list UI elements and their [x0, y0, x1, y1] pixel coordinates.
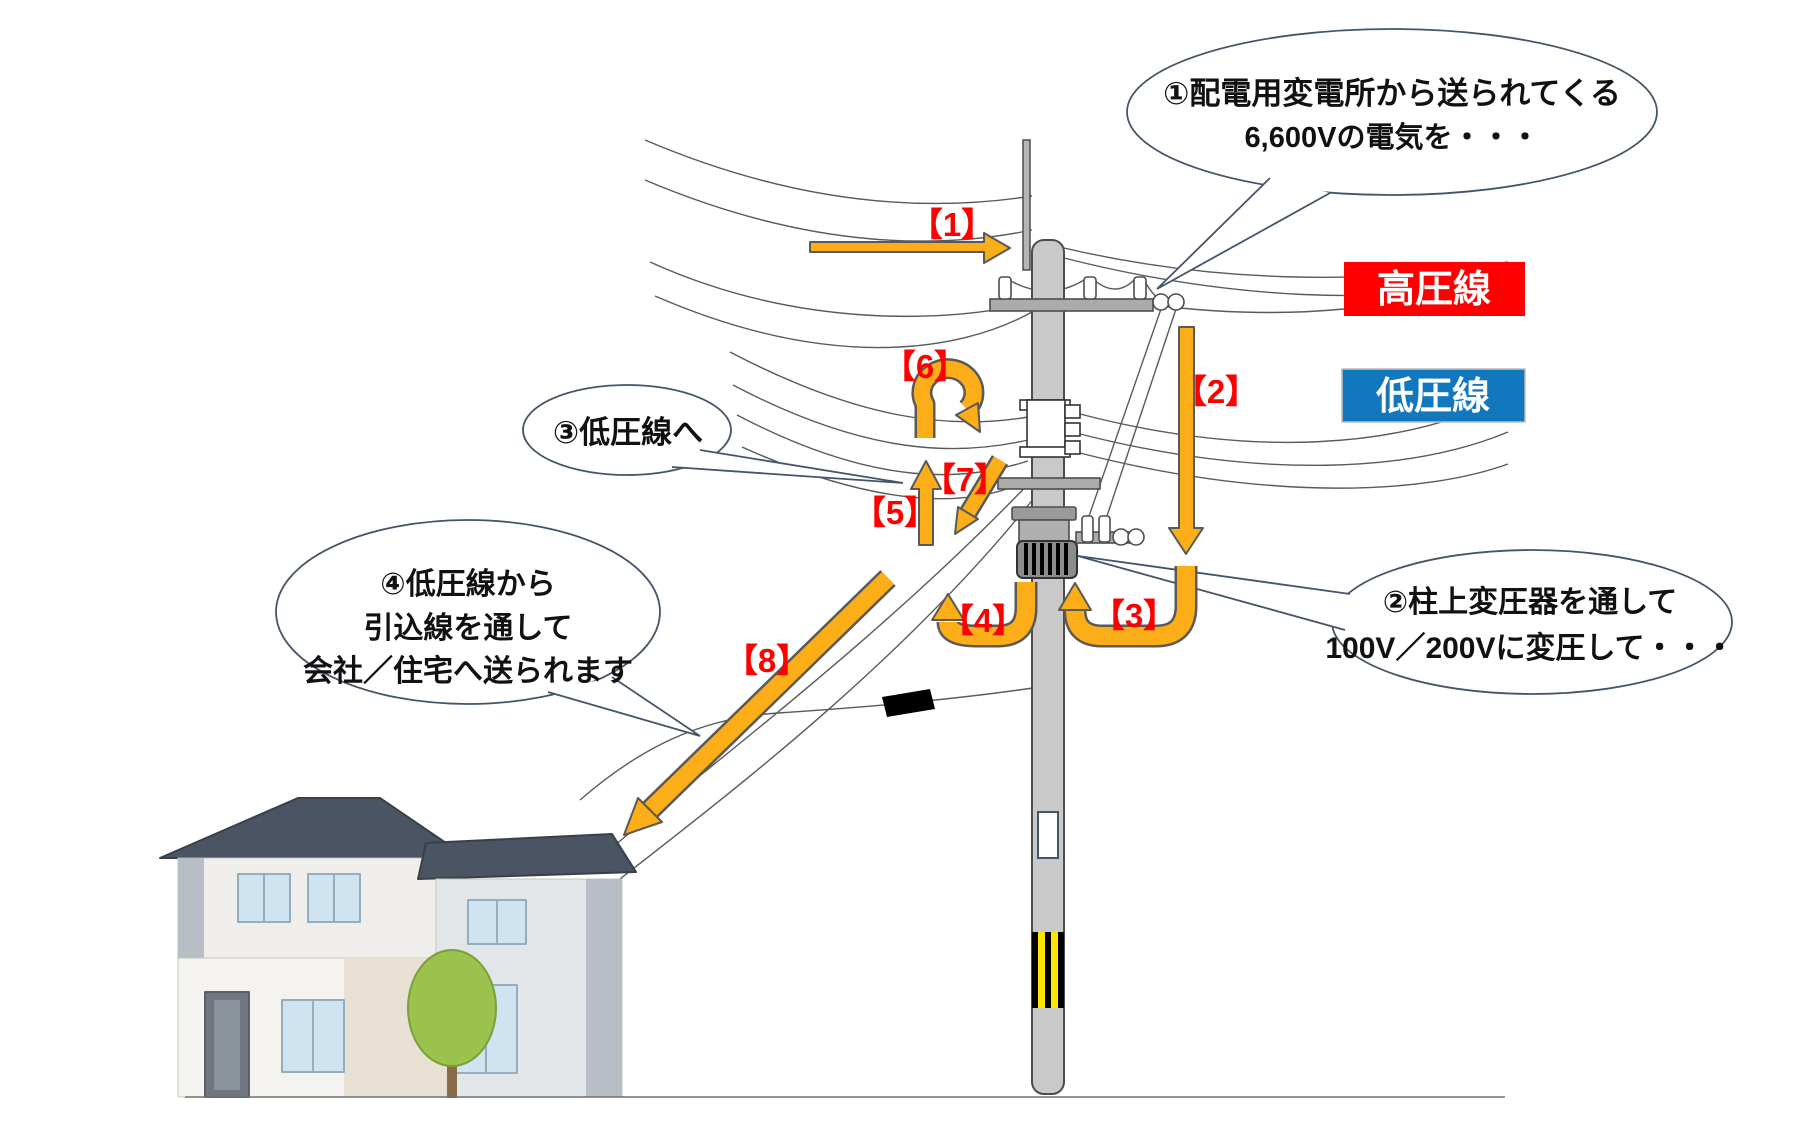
high-voltage-label-text: 高圧線: [1377, 269, 1491, 311]
flow-arrow-1: [809, 232, 1011, 264]
utility-pole: [989, 139, 1185, 1095]
house: [159, 797, 637, 1098]
transformer-cooling-fins: [1024, 543, 1068, 575]
step-marker-7: 【7】: [923, 461, 1007, 498]
flow-arrow-6: [913, 360, 982, 438]
callout3-tail: [671, 449, 904, 484]
flow-arrow-2: [1168, 326, 1204, 555]
lv-wire: [1079, 452, 1509, 489]
callout-texts: ①配電用変電所から送られてくる 6,600Vの電気を・・・ ②柱上変圧器を通して…: [303, 76, 1735, 688]
flow-arrow-5: [910, 460, 942, 546]
hv-wire: [644, 139, 1033, 205]
service-wire: [605, 497, 1035, 891]
line-type-labels: 高圧線 低圧線: [1341, 262, 1526, 423]
hv-wire-sag: [1093, 279, 1135, 290]
flow-arrow-4-head: [931, 593, 965, 621]
house-right-roof: [417, 833, 637, 880]
switch-box-band: [1019, 446, 1071, 458]
step-marker-2: 【2】: [1174, 373, 1258, 410]
callout3-line1: ③低圧線へ: [553, 415, 703, 450]
transformer-jumper-wire: [1105, 308, 1177, 520]
high-voltage-label-box: [1344, 262, 1525, 316]
transformer-neck: [1018, 519, 1070, 542]
flow-arrow-8: [644, 571, 894, 817]
lv-wire: [729, 351, 1029, 423]
callout-bubbles: [275, 28, 1733, 737]
callout4-line3: 会社／住宅へ送られます: [303, 654, 633, 688]
insulator: [998, 276, 1012, 300]
pole-nameplate: [1037, 811, 1059, 859]
bushing-disc: [1127, 528, 1145, 546]
callout1-line2: 6,600Vの電気を・・・: [1245, 121, 1540, 154]
flow-arrows: [623, 232, 1204, 836]
step-marker-6: 【6】: [883, 348, 967, 385]
service-wire: [579, 687, 1034, 801]
insulator: [1083, 276, 1097, 300]
pole-warning-stripes: [1032, 932, 1064, 1008]
bushing-insulator: [1098, 515, 1111, 543]
callout4-line2: 引込線を通して: [363, 611, 572, 645]
flow-arrow-8-head: [623, 797, 663, 836]
crossarm-insulator-disc: [1167, 293, 1185, 311]
service-drop-wires: [579, 477, 1035, 891]
switch-terminal: [1064, 440, 1081, 455]
house-right-accent-panel: [586, 879, 622, 1097]
crossarm: [989, 298, 1154, 312]
hv-wire: [654, 295, 1033, 349]
callout3-bubble: [522, 384, 732, 476]
flow-arrow-4: [939, 582, 1035, 645]
low-voltage-rack: [997, 477, 1101, 490]
callout1-bubble: [1126, 28, 1658, 196]
step-marker-1: 【1】: [910, 206, 994, 243]
step-marker-4: 【4】: [941, 602, 1025, 639]
step-marker-5: 【5】: [853, 494, 937, 531]
flow-arrow-3: [1066, 566, 1195, 645]
lv-wire: [1079, 431, 1509, 467]
callout1-line1: ①配電用変電所から送られてくる: [1163, 76, 1621, 111]
callout4-tail: [547, 676, 701, 737]
tree-trunk: [447, 1052, 457, 1098]
transformer-flange: [1011, 506, 1077, 521]
hv-wire: [644, 179, 1033, 242]
bushing-insulator: [1081, 515, 1094, 543]
callout1-tail: [1156, 177, 1331, 290]
lv-wire: [732, 384, 1029, 450]
tree-canopy: [407, 949, 497, 1067]
crossarm-insulator-disc: [1152, 293, 1170, 311]
low-voltage-label-box: [1341, 368, 1526, 423]
lightning-rod: [1022, 139, 1031, 271]
callout2-bubble: [1331, 549, 1733, 695]
callout2-line1: ②柱上変圧器を通して: [1383, 585, 1678, 619]
bushing-disc: [1112, 528, 1130, 546]
house-2f-accent-panel: [178, 858, 204, 958]
hv-wire: [649, 261, 1033, 318]
flow-arrow-7-head: [954, 506, 979, 535]
low-voltage-label-text: 低圧線: [1376, 376, 1490, 418]
wire-cover-tag: [882, 689, 935, 717]
step-marker-8: 【8】: [725, 642, 809, 679]
flow-arrow-6-head: [955, 402, 981, 433]
flow-arrow-3-head: [1058, 582, 1092, 611]
house-door-glass: [214, 1000, 240, 1090]
switch-terminal: [1064, 404, 1081, 419]
switch-terminal: [1064, 422, 1081, 437]
step-marker-3: 【3】: [1092, 597, 1176, 634]
flow-arrow-7: [962, 456, 1006, 517]
callout4-line1: ④低圧線から: [380, 567, 555, 601]
callout2-line2: 100V／200Vに変圧して・・・: [1325, 631, 1734, 665]
step-markers: 【1】 【2】 【3】 【4】 【5】 【6】 【7】 【8】: [725, 206, 1258, 679]
insulator: [1133, 276, 1147, 300]
callout4-bubble: [275, 519, 661, 705]
house-main-roof: [159, 797, 469, 859]
